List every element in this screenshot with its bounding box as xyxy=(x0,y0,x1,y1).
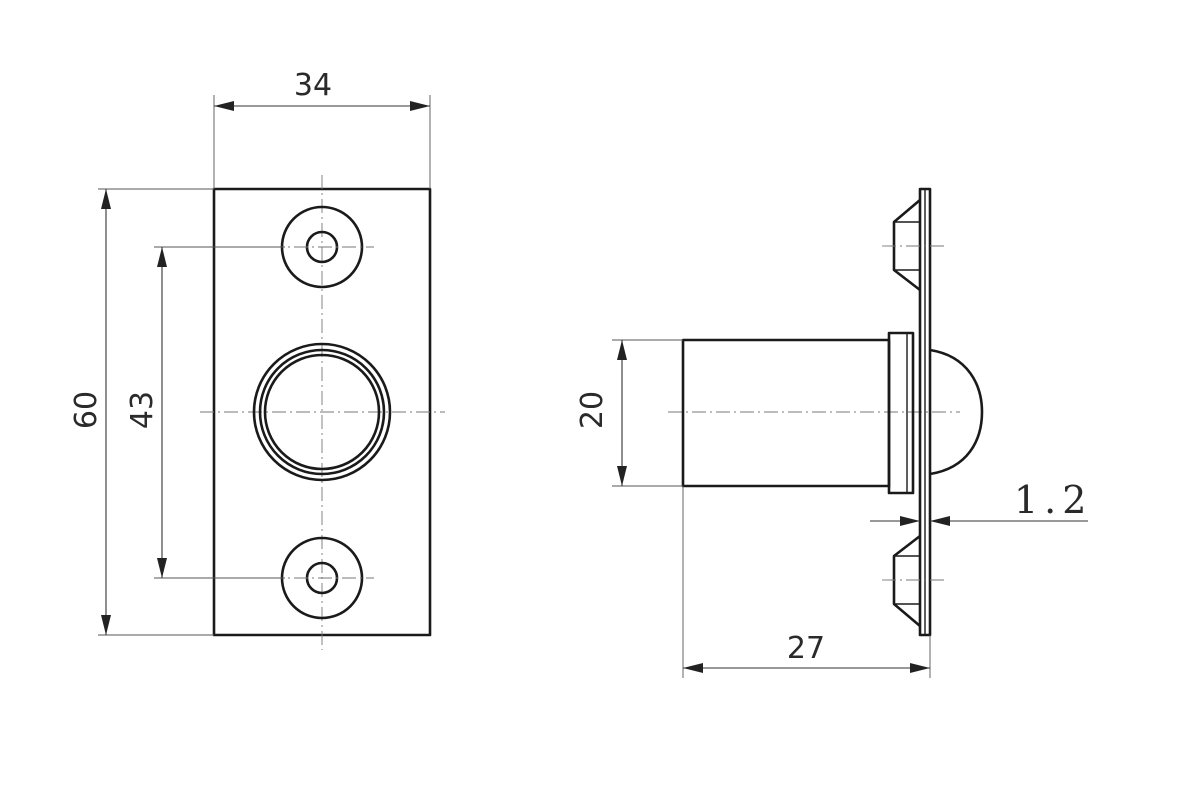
top-countersunk-screw xyxy=(882,199,945,292)
plate-thickness-label: 1.2 xyxy=(1014,478,1092,522)
body-diameter-label: 20 xyxy=(575,391,610,429)
bottom-screw-hole xyxy=(270,536,374,620)
width-label: 34 xyxy=(294,68,332,103)
body-diameter-dimension: 20 xyxy=(575,339,683,487)
latch-body xyxy=(681,338,891,488)
plate-thickness-dimension: 1.2 xyxy=(870,478,1092,526)
bottom-countersunk-screw xyxy=(882,534,945,627)
height-label: 60 xyxy=(69,391,104,429)
width-dimension: 34 xyxy=(213,68,431,189)
central-ball-opening xyxy=(252,342,392,482)
hole-spacing-label: 43 xyxy=(125,391,160,429)
latch-ball xyxy=(929,348,984,476)
front-view: 34 60 43 xyxy=(69,68,445,650)
side-view: 20 27 1.2 xyxy=(575,187,1092,678)
length-label: 27 xyxy=(787,631,825,666)
height-dimension: 60 xyxy=(69,188,214,636)
length-dimension: 27 xyxy=(682,486,931,678)
hole-spacing-dimension: 43 xyxy=(125,246,285,579)
latch-collar xyxy=(887,331,915,495)
